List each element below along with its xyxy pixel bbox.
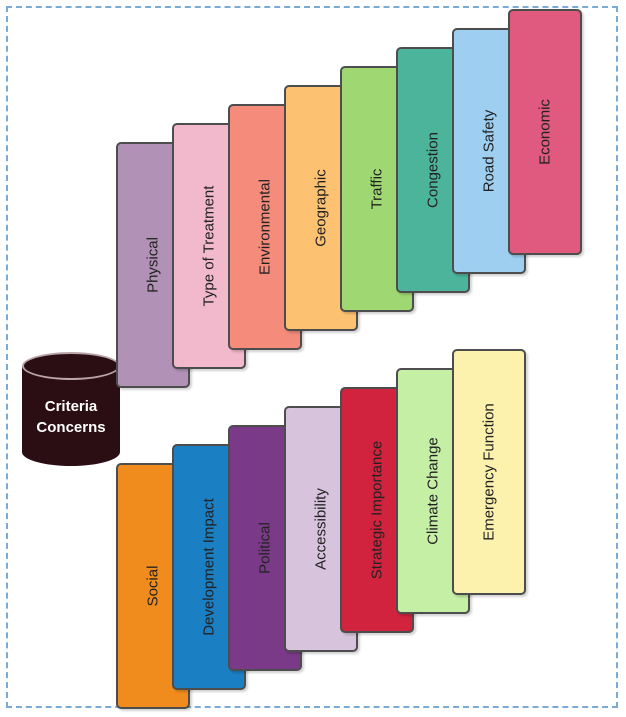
card-label: Social xyxy=(144,565,162,607)
database-top xyxy=(22,352,120,380)
card-label: Accessibility xyxy=(312,488,330,570)
diagram-frame xyxy=(6,6,618,708)
card-label: Type of Treatment xyxy=(200,185,218,307)
card-label: Climate Change xyxy=(424,437,442,545)
card-economic: Economic xyxy=(508,9,582,255)
card-label: Road Safety xyxy=(480,109,498,193)
database-label: Criteria Concerns xyxy=(22,396,120,438)
card-label: Congestion xyxy=(424,132,442,208)
card-label: Physical xyxy=(144,237,162,293)
card-label: Geographic xyxy=(312,169,330,247)
database-label-line2: Concerns xyxy=(36,419,106,436)
card-label: Political xyxy=(256,522,274,574)
card-label: Development Impact xyxy=(200,498,218,636)
card-emergency-function: Emergency Function xyxy=(452,349,526,595)
criteria-concerns-database: Criteria Concerns xyxy=(22,352,120,480)
database-body xyxy=(22,366,120,466)
card-label: Emergency Function xyxy=(480,403,498,541)
card-label: Strategic Importance xyxy=(368,440,386,580)
database-label-line1: Criteria xyxy=(44,398,98,415)
card-label: Economic xyxy=(536,99,554,165)
card-label: Traffic xyxy=(368,168,386,210)
card-label: Environmental xyxy=(256,179,274,275)
